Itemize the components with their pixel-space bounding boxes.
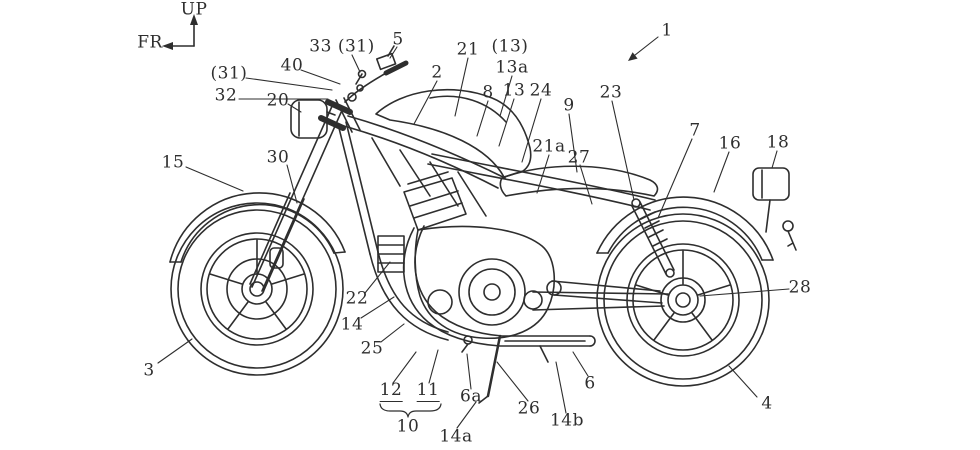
label-33-31: 33 (31) [309,36,375,57]
orientation-axes [162,14,198,50]
label-30: 30 [266,147,290,168]
rear-fender [596,196,774,261]
label-7: 7 [689,120,701,141]
label-11: 11 [416,380,440,402]
label-14b: 14b [549,410,585,431]
label-32: 32 [214,85,238,106]
seat [499,165,659,197]
front-fender [169,192,346,263]
label-21: 21 [456,39,480,60]
label-4: 4 [761,393,773,414]
grouping-brace [379,403,442,418]
label-8: 8 [482,82,494,103]
label-28: 28 [788,277,812,298]
label-22: 22 [345,288,369,309]
swingarm [546,280,663,304]
label-1: 1 [661,20,673,41]
drive-chain [532,291,669,311]
label-27: 27 [567,147,591,168]
rear-shock [631,198,675,278]
label-20: 20 [266,90,290,111]
frame [337,115,656,341]
label-14a: 14a [439,426,473,447]
label-9: 9 [563,95,575,116]
label-6a: 6a [460,386,482,407]
label-15: 15 [161,152,185,173]
leader-lines [157,36,790,429]
label-25: 25 [360,338,384,359]
headlight [290,99,336,139]
front-brake [269,247,284,269]
taillight-assembly [752,167,797,251]
kickstand [478,334,502,404]
label-13a: 13a [495,57,529,78]
label-24: 24 [529,80,553,101]
label-12: 12 [379,380,403,402]
label-31-paren: (31) [210,63,248,84]
label-2: 2 [431,62,443,83]
label-13: 13 [502,80,526,101]
footpeg [461,335,473,353]
label-21a: 21a [532,136,566,157]
label-10: 10 [396,416,420,437]
engine [403,171,556,340]
rear-wheel [596,213,770,387]
label-40: 40 [280,55,304,76]
label-3: 3 [143,360,155,381]
label-6: 6 [584,373,596,394]
exhaust [402,225,596,363]
label-5: 5 [392,29,404,50]
label-18: 18 [766,132,790,153]
label-up: UP [180,0,208,20]
label-16: 16 [718,133,742,154]
front-fork [249,99,353,292]
label-23: 23 [599,82,623,103]
label-26: 26 [517,398,541,419]
label-fr: FR [137,32,163,53]
label-14: 14 [340,314,364,335]
handlebar-controls [335,45,409,133]
label-13-paren: (13) [491,36,529,57]
electrical-box [377,235,405,273]
